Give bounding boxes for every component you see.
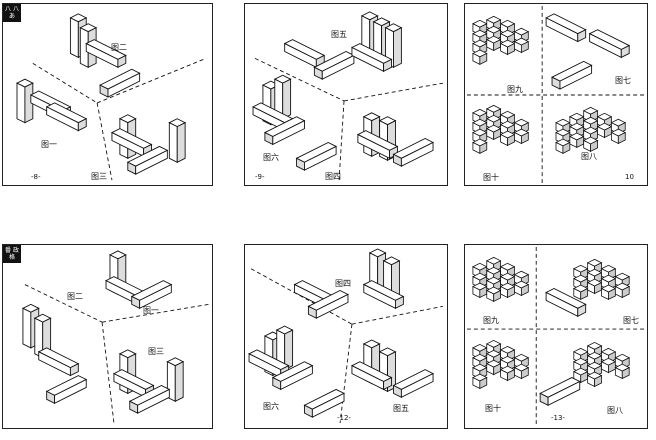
figure-label: 图七 [623, 316, 639, 325]
figure-label: 图十 [483, 173, 499, 182]
puzzle-panel-6: 图九 图七 图十 图八 -13- [464, 244, 648, 429]
puzzle-panel-2: 图五 图六 图四 -9- [244, 3, 448, 186]
puzzle-panel-1: 八 八 あ 图二 图一 图三 -8- [2, 3, 213, 186]
figure-label: 图四 [335, 279, 351, 288]
page-number: -12- [337, 414, 351, 422]
panel-5-drawing [248, 248, 444, 424]
figure-label: 图十 [485, 404, 501, 413]
figure-label: 图九 [483, 316, 499, 325]
figure-label: 图二 [111, 43, 127, 52]
figure-label: 图一 [41, 140, 57, 149]
figure-label: 图二 [67, 292, 83, 301]
page-number: -9- [255, 173, 265, 181]
figure-label: 图六 [263, 402, 279, 411]
figure-label: 图四 [325, 172, 341, 181]
figure-label: 图三 [148, 347, 164, 356]
figure-label: 图八 [581, 152, 597, 161]
figure-label: 图一 [143, 306, 159, 315]
page-number: -13- [551, 414, 565, 422]
puzzle-panel-5: 图四 图六 图五 -12- [244, 244, 448, 429]
figure-label: 图六 [263, 153, 279, 162]
panel-6-drawing [466, 246, 646, 427]
panel-3-drawing [466, 5, 646, 184]
figure-label: 图七 [615, 76, 631, 85]
section-tag: 番 政 格 [3, 245, 21, 263]
puzzle-panel-3: 图九 图七 图十 图八 10 [464, 3, 648, 186]
figure-label: 图三 [91, 172, 107, 181]
figure-label: 图五 [331, 30, 347, 39]
puzzle-panel-4: 番 政 格 图二 图一 图三 [2, 244, 213, 429]
panel-2-drawing [252, 11, 444, 181]
figure-label: 图九 [507, 85, 523, 94]
panel-4-drawing [22, 250, 209, 424]
figure-label: 图五 [393, 404, 409, 413]
panel-1-drawing [16, 13, 207, 181]
figure-label: 图八 [607, 406, 623, 415]
page-number: 10 [625, 173, 634, 181]
page-number: -8- [31, 173, 41, 181]
section-tag: 八 八 あ [3, 4, 21, 22]
